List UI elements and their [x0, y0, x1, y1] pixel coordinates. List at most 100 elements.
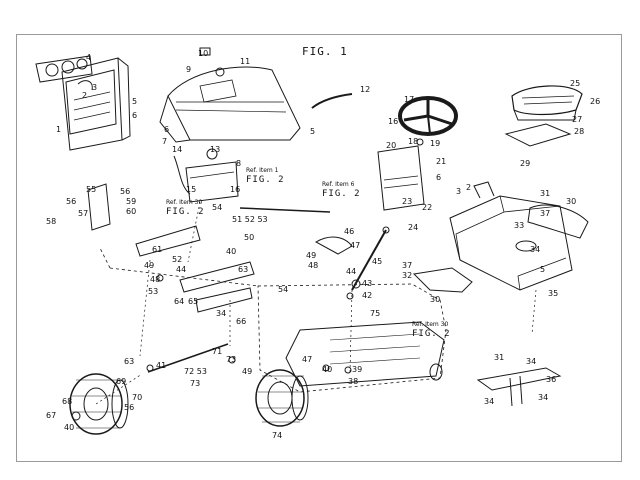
part-65-label: 65 — [188, 297, 199, 306]
part-42-label: 42 — [362, 291, 373, 300]
part-64-label: 64 — [174, 297, 185, 306]
seat — [511, 85, 583, 121]
steering-wheel — [398, 96, 458, 146]
part-13-label: 13 — [210, 145, 221, 154]
part-77-label: 73 — [190, 379, 201, 388]
part-32-label: 32 — [402, 271, 413, 280]
part-37-label-a: 37 — [540, 209, 551, 218]
part-37-label-b: 37 — [402, 261, 413, 270]
part-49-label-c: 49 — [242, 367, 253, 376]
ref-item-30-fig-a: FIG. 2 — [166, 207, 205, 217]
part-7-label: 7 — [162, 137, 168, 146]
part-35-label: 35 — [548, 289, 559, 298]
part-43-label: 43 — [362, 279, 373, 288]
part-5-label-c: 5 — [540, 265, 546, 274]
part-18-label: 18 — [408, 137, 419, 146]
front-wheel — [69, 373, 129, 435]
part-17-label: 17 — [404, 95, 415, 104]
ref-item-1-fig: FIG. 2 — [246, 175, 285, 185]
part-4-label: 4 — [86, 53, 92, 62]
part-25-label: 25 — [570, 79, 581, 88]
part-5-label-b: 5 — [310, 127, 316, 136]
part-14-label: 14 — [172, 145, 183, 154]
part-3-label: 3 — [92, 83, 98, 92]
dash-support — [377, 145, 425, 211]
part-20-label: 20 — [386, 141, 397, 150]
ref-item-30-label-a: Ref. Item 30 — [166, 199, 203, 206]
part-44-label: 44 — [176, 265, 187, 274]
part-16-label-b: 16 — [388, 117, 399, 126]
part-46-label: 46 — [344, 227, 355, 236]
frame — [99, 247, 447, 393]
figure-title: FIG. 1 — [302, 45, 348, 58]
part-9-label: 9 — [186, 65, 192, 74]
part-75-label: 75 — [370, 309, 381, 318]
part-34-label-d: 34 — [484, 397, 495, 406]
part-1-label: 1 — [56, 125, 62, 134]
part-27-label: 27 — [572, 115, 583, 124]
part-6-label-a: 6 — [132, 111, 138, 120]
part-63-label-a: 63 — [238, 265, 249, 274]
part-58-label: 58 — [46, 217, 57, 226]
part-44-label-b: 44 — [346, 267, 357, 276]
part-48-label-a: 48 — [150, 275, 161, 284]
part-31-label-b: 31 — [494, 353, 505, 362]
part-34-label-c: 34 — [526, 357, 537, 366]
ref-item-30-fig-b: FIG. 2 — [412, 329, 451, 339]
part-29-label: 29 — [520, 159, 531, 168]
part-47-label: 47 — [350, 241, 361, 250]
part-69-label: 69 — [116, 377, 127, 386]
part-61-label: 61 — [152, 245, 163, 254]
part-30-label-a: 30 — [566, 197, 577, 206]
part-48-label-b: 48 — [308, 261, 319, 270]
part-3-label-b: 3 — [456, 187, 462, 196]
ref-item-6-fig: FIG. 2 — [322, 189, 361, 199]
rear-fender-body — [449, 181, 589, 291]
part-11-label: 11 — [240, 57, 251, 66]
part-47-label-b: 47 — [302, 355, 313, 364]
part-30-label-b: 30 — [430, 295, 441, 304]
ref-item-1-label: Ref. Item 1 — [246, 167, 279, 174]
part-39-label: 39 — [352, 365, 363, 374]
part-34-label-a: 34 — [530, 245, 541, 254]
part-71-label: 71 — [212, 347, 223, 356]
part-40-label-a: 40 — [226, 247, 237, 256]
part-66-label: 66 — [236, 317, 247, 326]
part-53-label: 53 — [148, 287, 159, 296]
part-24-label: 24 — [408, 223, 419, 232]
part-26-label: 26 — [590, 97, 601, 106]
ref-item-30-label-b: Ref. Item 30 — [412, 321, 449, 328]
part-41-label: 41 — [156, 361, 167, 370]
part-52-label: 52 — [172, 255, 183, 264]
diagram-frame — [16, 34, 622, 462]
part-63-label-b: 63 — [124, 357, 135, 366]
part-12-label: 12 — [360, 85, 371, 94]
part-36-label: 36 — [546, 375, 557, 384]
part-16-label-a: 16 — [230, 185, 241, 194]
frame-solid — [285, 321, 445, 387]
part-49-label-b: 49 — [306, 251, 317, 260]
front-axle — [87, 183, 255, 313]
part-6-label-b: 6 — [164, 125, 170, 134]
part-34-label-e: 34 — [538, 393, 549, 402]
part-10-label: 10 — [198, 49, 209, 58]
part-34-label-b: 34 — [216, 309, 227, 318]
part-49-label-a: 49 — [144, 261, 155, 270]
part-56-label-c: 56 — [124, 403, 135, 412]
part-73-label: 73 — [226, 355, 237, 364]
part-55-label: 55 — [86, 185, 97, 194]
part-68-label: 68 — [62, 397, 73, 406]
part-74-label: 74 — [272, 431, 283, 440]
part-51-52-53-label: 51 52 53 — [232, 215, 268, 224]
part-45-label: 45 — [372, 257, 383, 266]
rear-wheel — [255, 369, 309, 427]
part-67-label: 67 — [46, 411, 57, 420]
part-2-label-b: 2 — [466, 183, 472, 192]
part-19-label: 19 — [430, 139, 441, 148]
part-60-label: 60 — [126, 207, 137, 216]
part-50-label: 50 — [244, 233, 255, 242]
part-72-53-label: 72 53 — [184, 367, 207, 376]
part-22-label: 22 — [422, 203, 433, 212]
